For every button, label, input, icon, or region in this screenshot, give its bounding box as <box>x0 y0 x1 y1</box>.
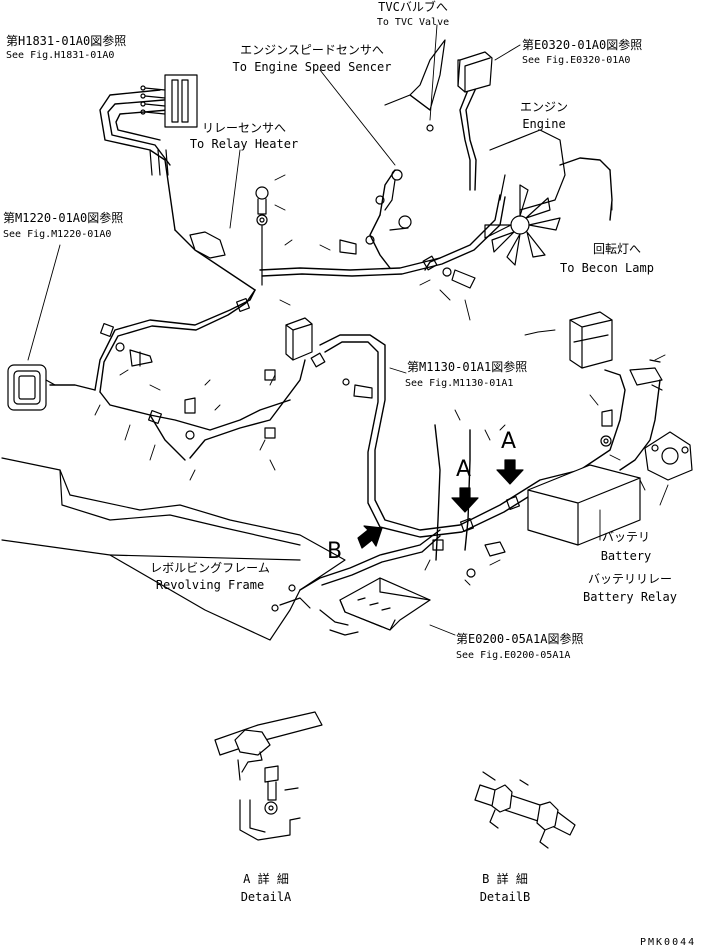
leader-lines <box>28 25 668 635</box>
tvc-label-en: To TVC Valve <box>376 17 450 28</box>
arrow-a-right <box>497 460 523 484</box>
ref-m1130-jp: 第M1130-01A1図参照 <box>407 360 528 374</box>
arrow-b-label: B <box>327 539 343 564</box>
battery-relay-label-en: Battery Relay <box>583 590 677 604</box>
ref-e0320-jp: 第E0320-01A0図参照 <box>522 38 643 52</box>
revolving-frame <box>2 458 345 640</box>
tvc-connector <box>427 52 492 131</box>
harness-clamps <box>101 256 520 550</box>
detail-a-label-en: DetailA <box>240 890 292 904</box>
engine-label-jp: エンジン <box>519 100 569 114</box>
battery-relay <box>645 432 692 480</box>
becon-label-en: To Becon Lamp <box>560 261 654 275</box>
detail-b-drawing <box>475 772 575 848</box>
connector-block-h1831 <box>141 75 197 175</box>
drawing-code: PMK0044 <box>640 937 697 948</box>
controller <box>320 578 430 635</box>
detail-b-label-en: DetailB <box>479 890 531 904</box>
detail-a-drawing <box>215 712 322 840</box>
battery-relay-box <box>570 312 612 368</box>
ref-h1831-en: See Fig.H1831-01A0 <box>6 50 115 61</box>
arrow-a-label-2: A <box>501 429 517 454</box>
frame-label-jp: レボルビングフレーム <box>150 561 270 575</box>
battery-label-en: Battery <box>600 549 652 563</box>
ref-e0320-en: See Fig.E0320-01A0 <box>522 55 631 66</box>
battery-relay-label-jp: バッテリリレー <box>587 572 673 586</box>
speed-sensor-label-jp: エンジンスピードセンサへ <box>240 43 384 57</box>
detail-a-label-jp: A 詳 細 <box>243 872 289 886</box>
frame-label-en: Revolving Frame <box>155 578 265 592</box>
relay-heater-bracket <box>190 187 268 285</box>
frame-connectors <box>272 585 310 611</box>
battery-label-jp: バッテリ <box>601 530 651 544</box>
bold-arrows <box>358 460 523 548</box>
ref-e0200-jp: 第E0200-05A1A図参照 <box>456 632 584 646</box>
work-lamp <box>8 365 55 410</box>
battery <box>528 465 640 545</box>
engine-label-en: Engine <box>522 117 566 131</box>
engine <box>385 40 565 265</box>
speed-sensor-label-en: To Engine Speed Sencer <box>232 60 392 74</box>
tvc-label-jp: TVCバルブへ <box>378 0 448 14</box>
ref-e0200-en: See Fig.E0200-05A1A <box>456 650 571 661</box>
ref-m1220-jp: 第M1220-01A0図参照 <box>3 211 124 225</box>
relay-box <box>286 318 312 360</box>
becon-label-jp: 回転灯へ <box>593 242 642 256</box>
detail-b-label-jp: B 詳 細 <box>482 872 528 886</box>
relay-heater-label-en: To Relay Heater <box>189 137 299 151</box>
ref-m1130-en: See Fig.M1130-01A1 <box>405 378 514 389</box>
ref-h1831-jp: 第H1831-01A0図参照 <box>6 34 127 48</box>
engine-speed-sensor <box>376 170 411 230</box>
beacon-connector <box>630 360 662 390</box>
bolts <box>116 236 612 577</box>
arrow-a-left <box>452 488 478 512</box>
relay-heater-label-jp: リレーセンサへ <box>201 121 287 135</box>
ref-m1220-en: See Fig.M1220-01A0 <box>3 229 112 240</box>
harness-engine <box>260 70 505 276</box>
engine-fan <box>485 185 560 265</box>
arrow-b <box>358 526 382 548</box>
arrow-a-label-1: A <box>456 457 472 482</box>
